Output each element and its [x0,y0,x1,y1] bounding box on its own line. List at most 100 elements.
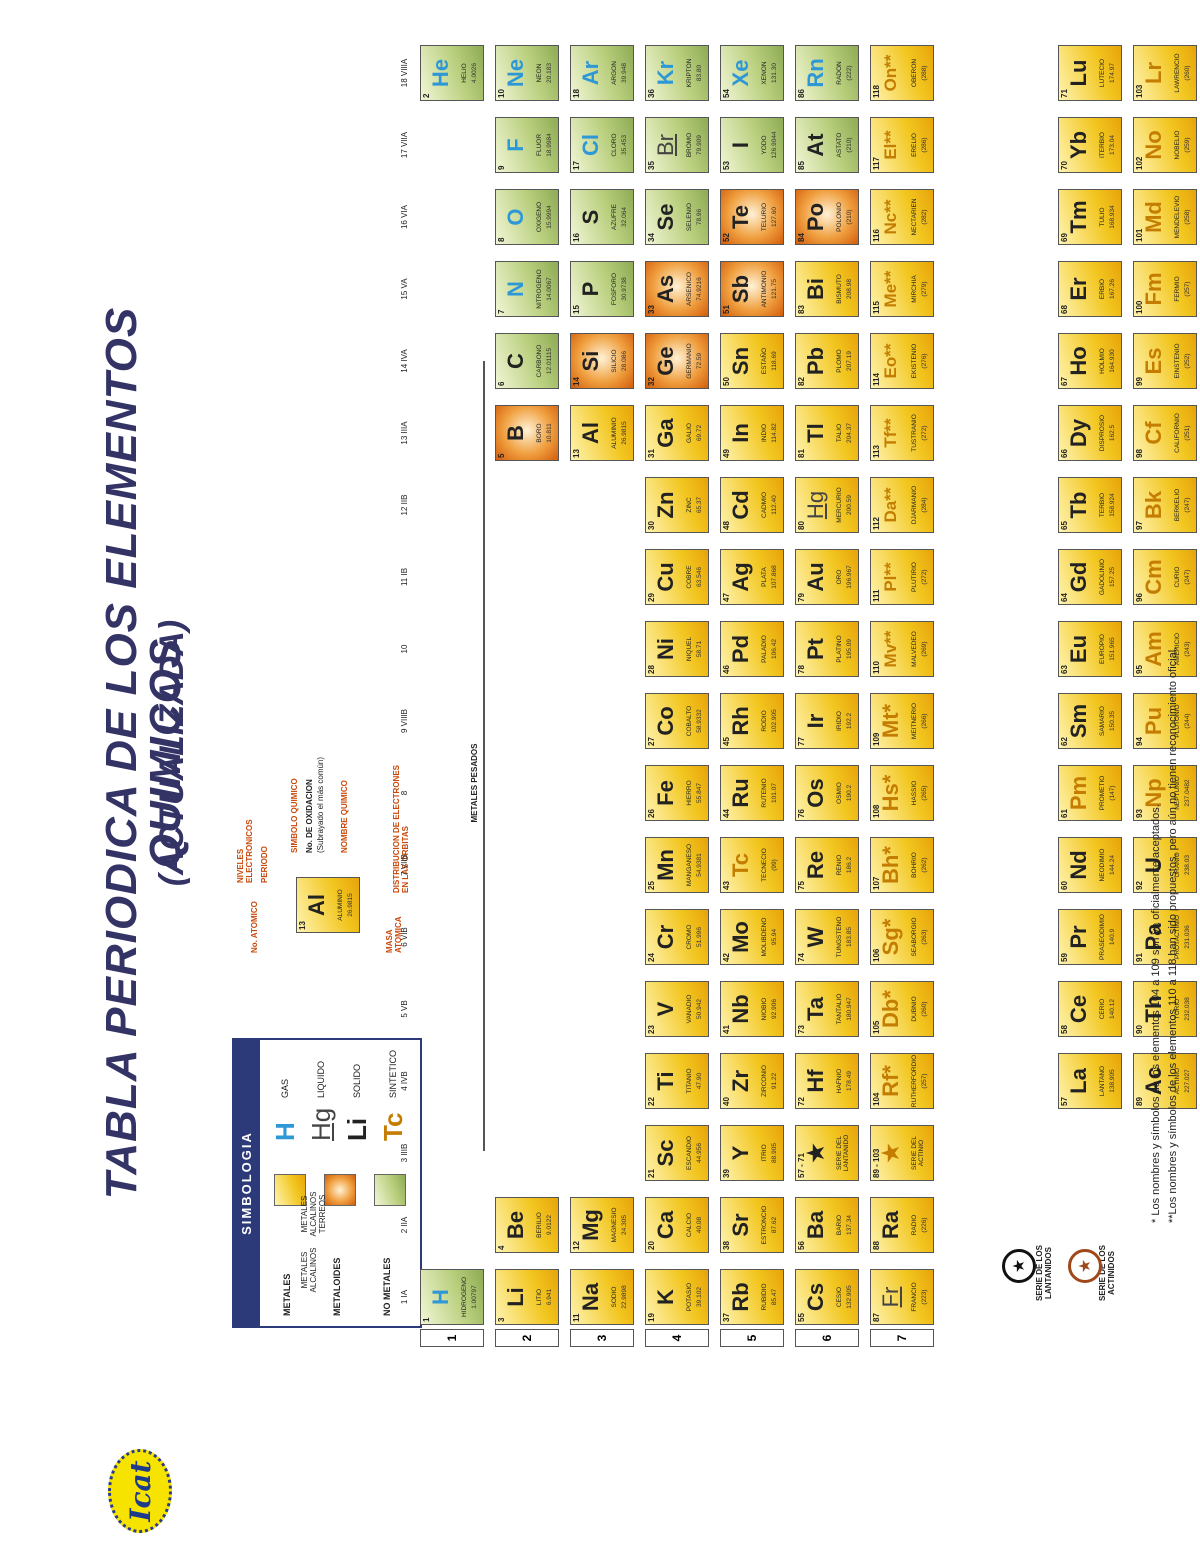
element-name: PROMETIO [1099,775,1106,811]
legend-metales: METALES [282,1273,292,1316]
element-name: TELURIO [761,202,768,232]
atomic-mass: 118.69 [771,351,778,371]
element-symbol: Cs [803,1282,828,1312]
atomic-mass: 207.19 [846,351,853,371]
element-name: LUTECIO [1099,58,1106,88]
element-symbol: Pt [803,638,828,660]
element-symbol: S [578,209,603,225]
group-header: 18 VIIIA [400,58,409,88]
element-name: RADIO [911,1214,918,1236]
group-header: 10 [400,644,409,654]
atomic-mass: (288) [921,65,928,81]
alkali-label: METALES ALCALINOS [300,1247,318,1293]
element-symbol: Cr [653,924,678,950]
element-symbol: Eu [1066,634,1091,664]
element-name: SELENIO [686,202,693,232]
label-niveles: NIVELES ELECTRONICOS [236,819,254,883]
atomic-mass: 231.036 [1184,925,1191,949]
label-no-atomico: No. ATOMICO [250,901,259,953]
atomic-mass: (223) [921,1289,928,1305]
element-symbol: Ti [653,1071,678,1091]
element-name: PLOMO [836,349,843,373]
element-★-series-74: 89 - 103★SERIE DEL ACTINIO [870,1125,934,1181]
element-name: MEITNERIO [911,702,918,740]
element-symbol: Yb [1066,130,1091,160]
atomic-mass: (226) [921,1217,928,1233]
element-symbol: Cf [1141,421,1166,445]
element-name: ITERBIO [1099,132,1106,159]
atomic-mass: 167.26 [1109,279,1116,299]
element-symbol: Pl** [881,562,900,592]
actinide-series-label: SERIE DE LOS ACTINIDOS [1098,1245,1116,1302]
element-symbol: Ho [1066,346,1091,376]
element-symbol: Da** [881,487,900,523]
logo-text: Icat [123,1460,157,1522]
atomic-mass: 65.37 [696,496,703,514]
atomic-mass: (272) [921,425,928,441]
element-name: POLONIO [836,202,843,232]
atomic-mass: (257) [921,1073,928,1089]
element-name: ZINC [686,497,693,513]
element-name: PLUTIRIO [911,562,918,592]
element-symbol: Mn [653,849,678,881]
element-symbol: Ga [653,418,678,448]
element-symbol: Sr [728,1213,753,1237]
atomic-mass: 12.01115 [546,347,553,375]
element-name: TITANIO [686,1068,693,1094]
element-name: SERIE DEL ACTINIO [911,1136,925,1170]
atomic-mass: 22.9898 [621,1285,628,1309]
element-symbol: Hf [803,1069,828,1093]
element-name: ERBIO [1099,278,1106,300]
element-symbol: Br [653,134,678,156]
element-name: CERIO [1099,998,1106,1020]
atomic-mass: (247) [1184,497,1191,513]
atomic-mass: 121.75 [771,279,778,299]
element-symbol: I [728,141,753,149]
element-name: NIOBIO [761,997,768,1021]
atomic-mass: 9.0122 [546,1215,553,1235]
element-symbol: In [728,423,753,443]
group-header: 2 IIA [400,1216,409,1234]
group-header: 8 [400,790,409,796]
element-name: EINSTENIO [1174,343,1181,379]
group-header: 1 IA [400,1289,409,1305]
element-name: RADON [836,61,843,85]
element-symbol: Nd [1066,850,1091,880]
element-name: HIDROGENO [461,1276,468,1318]
atomic-mass: 44.956 [696,1143,703,1163]
element-name: NITROGENO [536,269,543,309]
legend-gas-label: GAS [280,1078,290,1098]
element-symbol: Lr [1141,62,1166,84]
atomic-mass: 137.34 [846,1215,853,1235]
atomic-mass: 83.80 [696,64,703,82]
element-name: NEON [536,63,543,83]
lanthanide-series-label: SERIE DE LOS LANTANIDOS [1035,1245,1053,1302]
